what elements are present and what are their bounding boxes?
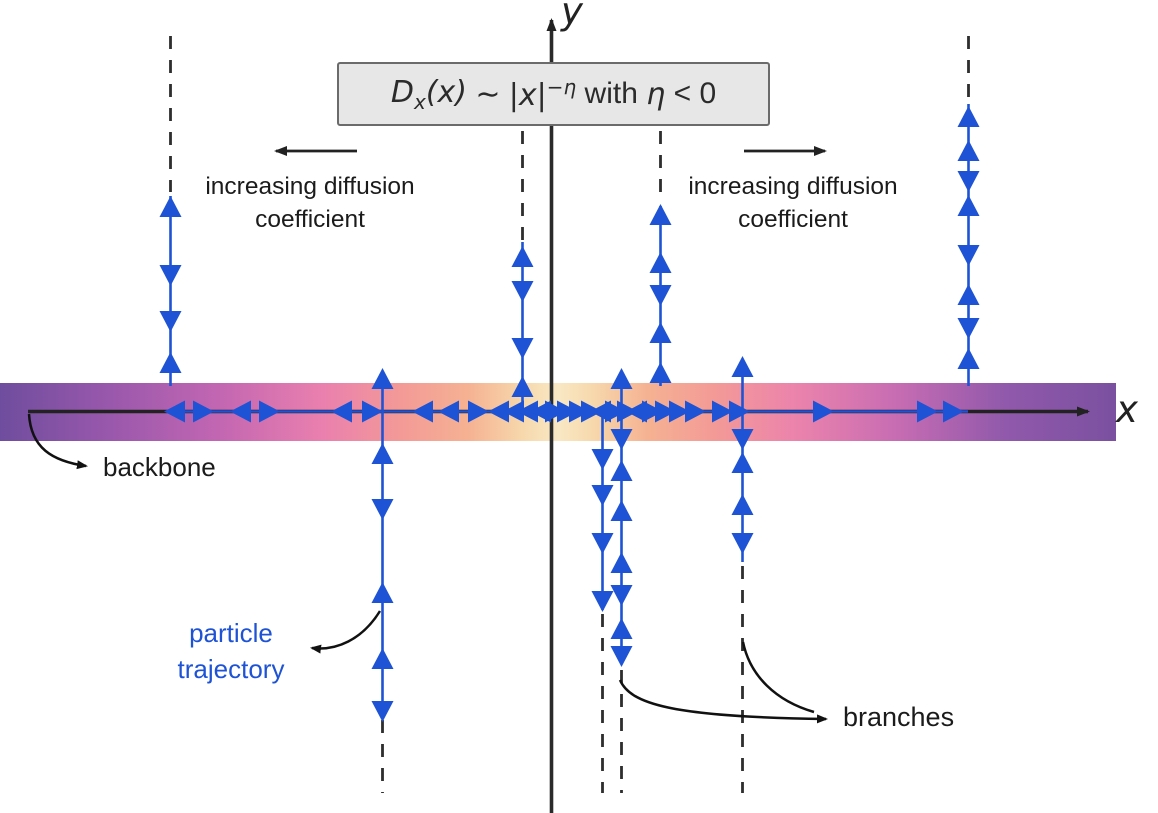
formula-D: Dx(x)	[390, 74, 467, 114]
formula-tilde: ∼	[466, 77, 509, 111]
diffusion-formula-box: Dx(x) ∼ |x|−η with η < 0	[337, 62, 770, 126]
backbone-pointer-arrow	[27, 413, 88, 470]
right-diffusion-label-line1: increasing diffusion	[688, 173, 898, 200]
particle-trajectory-label-line1: particle	[189, 618, 273, 648]
formula-eta: η	[646, 76, 666, 112]
branches-label: branches	[843, 702, 955, 732]
left-diffusion-label-line1: increasing diffusion	[205, 173, 415, 200]
backbone-label: backbone	[103, 452, 216, 482]
particle-trajectory-pointer-arrow	[310, 610, 382, 654]
branch-dashed-lines	[169, 36, 970, 793]
branches-pointer-arrow-1	[618, 679, 828, 724]
x-axis-label: x	[1116, 388, 1138, 431]
formula-abs: |x|−η	[508, 75, 577, 113]
formula-with: with	[576, 77, 647, 110]
right-diffusion-label: increasing diffusion coefficient	[675, 170, 911, 236]
particle-trajectory-label-line2: trajectory	[177, 654, 285, 684]
right-diffusion-label-line2: coefficient	[738, 206, 848, 233]
y-axis-label: y	[561, 0, 583, 33]
formula-cmp: < 0	[665, 77, 717, 110]
particle-trajectory-label: particle trajectory	[155, 615, 307, 687]
left-diffusion-label-line2: coefficient	[255, 206, 365, 233]
left-diffusion-label: increasing diffusion coefficient	[192, 170, 428, 236]
branches-pointer-arrow-2	[741, 641, 815, 714]
